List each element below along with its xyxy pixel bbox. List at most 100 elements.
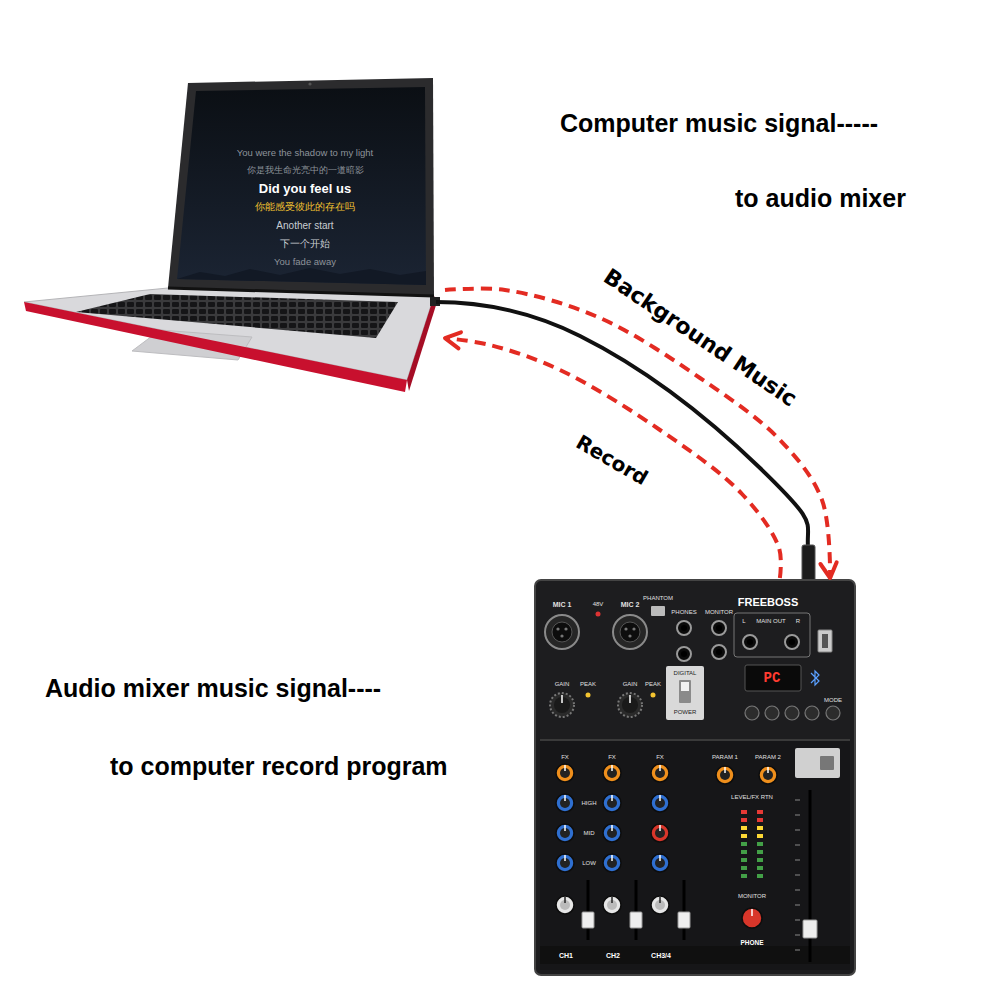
edge-label: Record (572, 431, 651, 489)
eq-knob (651, 794, 669, 812)
eq-knob (603, 794, 621, 812)
panel-label: MIC 1 (553, 601, 572, 608)
lyric-current-line: 你能感受彼此的存在吗 (255, 202, 355, 212)
monitor-knob (742, 908, 762, 928)
meter-led (741, 874, 747, 878)
monitor-knob-mark (751, 909, 753, 916)
player-button (805, 706, 819, 720)
peak-led (651, 693, 656, 698)
meter-led (757, 866, 763, 870)
gain-knob (618, 693, 642, 717)
player-button (765, 706, 779, 720)
caption-text: to audio mixer (735, 185, 906, 213)
dashed-connector (445, 289, 830, 578)
fader-slot (587, 880, 590, 940)
panel-label: LEVEL/FX RTN (731, 794, 773, 800)
caption-text: Audio mixer music signal---- (45, 675, 381, 703)
meter-led (741, 810, 747, 814)
lyric-line: Another start (276, 221, 333, 231)
fader-slot (683, 880, 686, 940)
mixer-lower-panel (540, 740, 850, 970)
meter-led (757, 850, 763, 854)
jack (712, 645, 726, 659)
panel-label: MONITOR (705, 609, 733, 615)
panel-label: PEAK (645, 681, 661, 687)
fx-knob (556, 764, 574, 782)
eq-knob (556, 824, 574, 842)
brand-name: FREEBOSS (738, 597, 799, 608)
jack (677, 647, 691, 661)
channel-label: CH1 (559, 952, 573, 959)
laptop-front-edge (24, 302, 407, 392)
laptop-side-edge (407, 296, 437, 391)
mode-button (826, 706, 840, 720)
fx-mode-panel (795, 748, 840, 778)
arrowhead (445, 332, 461, 348)
gain-knob (550, 693, 574, 717)
meter-led (741, 850, 747, 854)
phantom-button (651, 606, 665, 616)
param-knob (759, 766, 777, 784)
mixer-body (535, 580, 855, 975)
display (745, 665, 801, 691)
panel-label: PHANTOM (643, 595, 673, 601)
jack (785, 635, 799, 649)
fader-slot (635, 880, 638, 940)
meter-led (757, 874, 763, 878)
fader-scale (795, 800, 800, 950)
param-knob (716, 766, 734, 784)
lyric-line: You fade away (274, 257, 336, 267)
meter-led (757, 810, 763, 814)
panel-label: MONITOR (738, 893, 766, 899)
meter-led (741, 834, 747, 838)
caption-text: Computer music signal----- (560, 110, 878, 138)
panel-label: PHONE (740, 940, 763, 947)
fx-knob (651, 764, 669, 782)
display-readout: PC (764, 671, 781, 685)
laptop-deck (24, 288, 434, 380)
meter-led (757, 818, 763, 822)
panel-label: PHONES (671, 609, 696, 615)
panel-label: PEAK (580, 681, 596, 687)
panel-label: MID (584, 830, 595, 836)
usb-line-switch (679, 680, 691, 703)
peak-led (586, 693, 591, 698)
laptop-screen (177, 87, 426, 285)
usb-plug (802, 545, 815, 581)
player-button (785, 706, 799, 720)
panel-label: R (796, 618, 800, 624)
master-fader-cap (803, 920, 817, 938)
eq-knob (603, 824, 621, 842)
player-button (745, 706, 759, 720)
panel-label: 48V (593, 601, 604, 607)
meter-led (757, 858, 763, 862)
laptop: You were the shadow to my light你是我生命光亮中的… (20, 75, 445, 395)
meter-led (741, 818, 747, 822)
eq-knob (556, 794, 574, 812)
panel-label: MODE (824, 697, 842, 703)
signal-arrow (445, 289, 837, 578)
lyric-line: 你是我生命光亮中的一道暗影 (247, 166, 364, 175)
label-strip (540, 946, 850, 964)
xlr-input (545, 615, 579, 649)
panel-label: L (742, 618, 745, 624)
dashed-connector (445, 338, 781, 578)
fader-cap (582, 912, 594, 928)
xlr-input (613, 615, 647, 649)
meter-led (757, 826, 763, 830)
panel-label: PARAM 1 (712, 754, 738, 760)
panel-label: HIGH (582, 800, 597, 806)
fx-knob (603, 764, 621, 782)
meter-led (741, 826, 747, 830)
main-out-frame (734, 613, 810, 657)
laptop-lid (168, 78, 434, 296)
panel-label: PARAM 2 (755, 754, 781, 760)
arrowhead (820, 562, 836, 578)
audio-mixer: MIC 148VMIC 2PHANTOMPHONESMONITORFREEBOS… (533, 578, 857, 978)
usb-port-slot (822, 634, 828, 648)
laptop-webcam (308, 82, 311, 85)
digital-panel (666, 666, 704, 720)
